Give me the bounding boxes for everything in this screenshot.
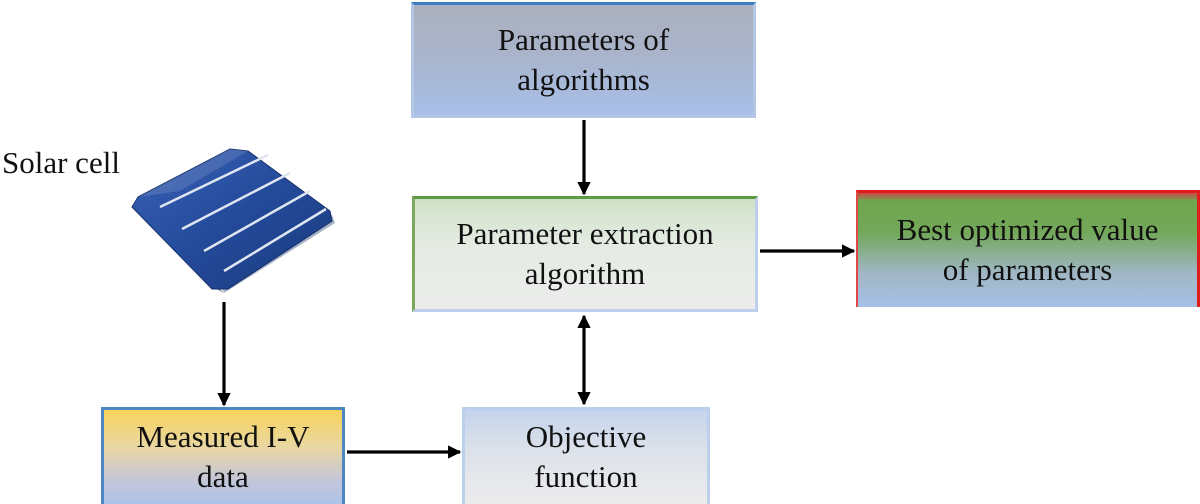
objective-function-box: Objective function (462, 407, 710, 504)
parameter-extraction-algorithm-box: Parameter extraction algorithm (412, 196, 758, 312)
parameters-of-algorithms-box: Parameters of algorithms (411, 2, 756, 118)
solar-cell-label: Solar cell (2, 145, 120, 180)
best-optimized-value-box: Best optimized value of parameters (856, 190, 1200, 307)
measured-iv-data-box: Measured I-V data (101, 407, 345, 504)
solar-cell-image (131, 148, 335, 293)
